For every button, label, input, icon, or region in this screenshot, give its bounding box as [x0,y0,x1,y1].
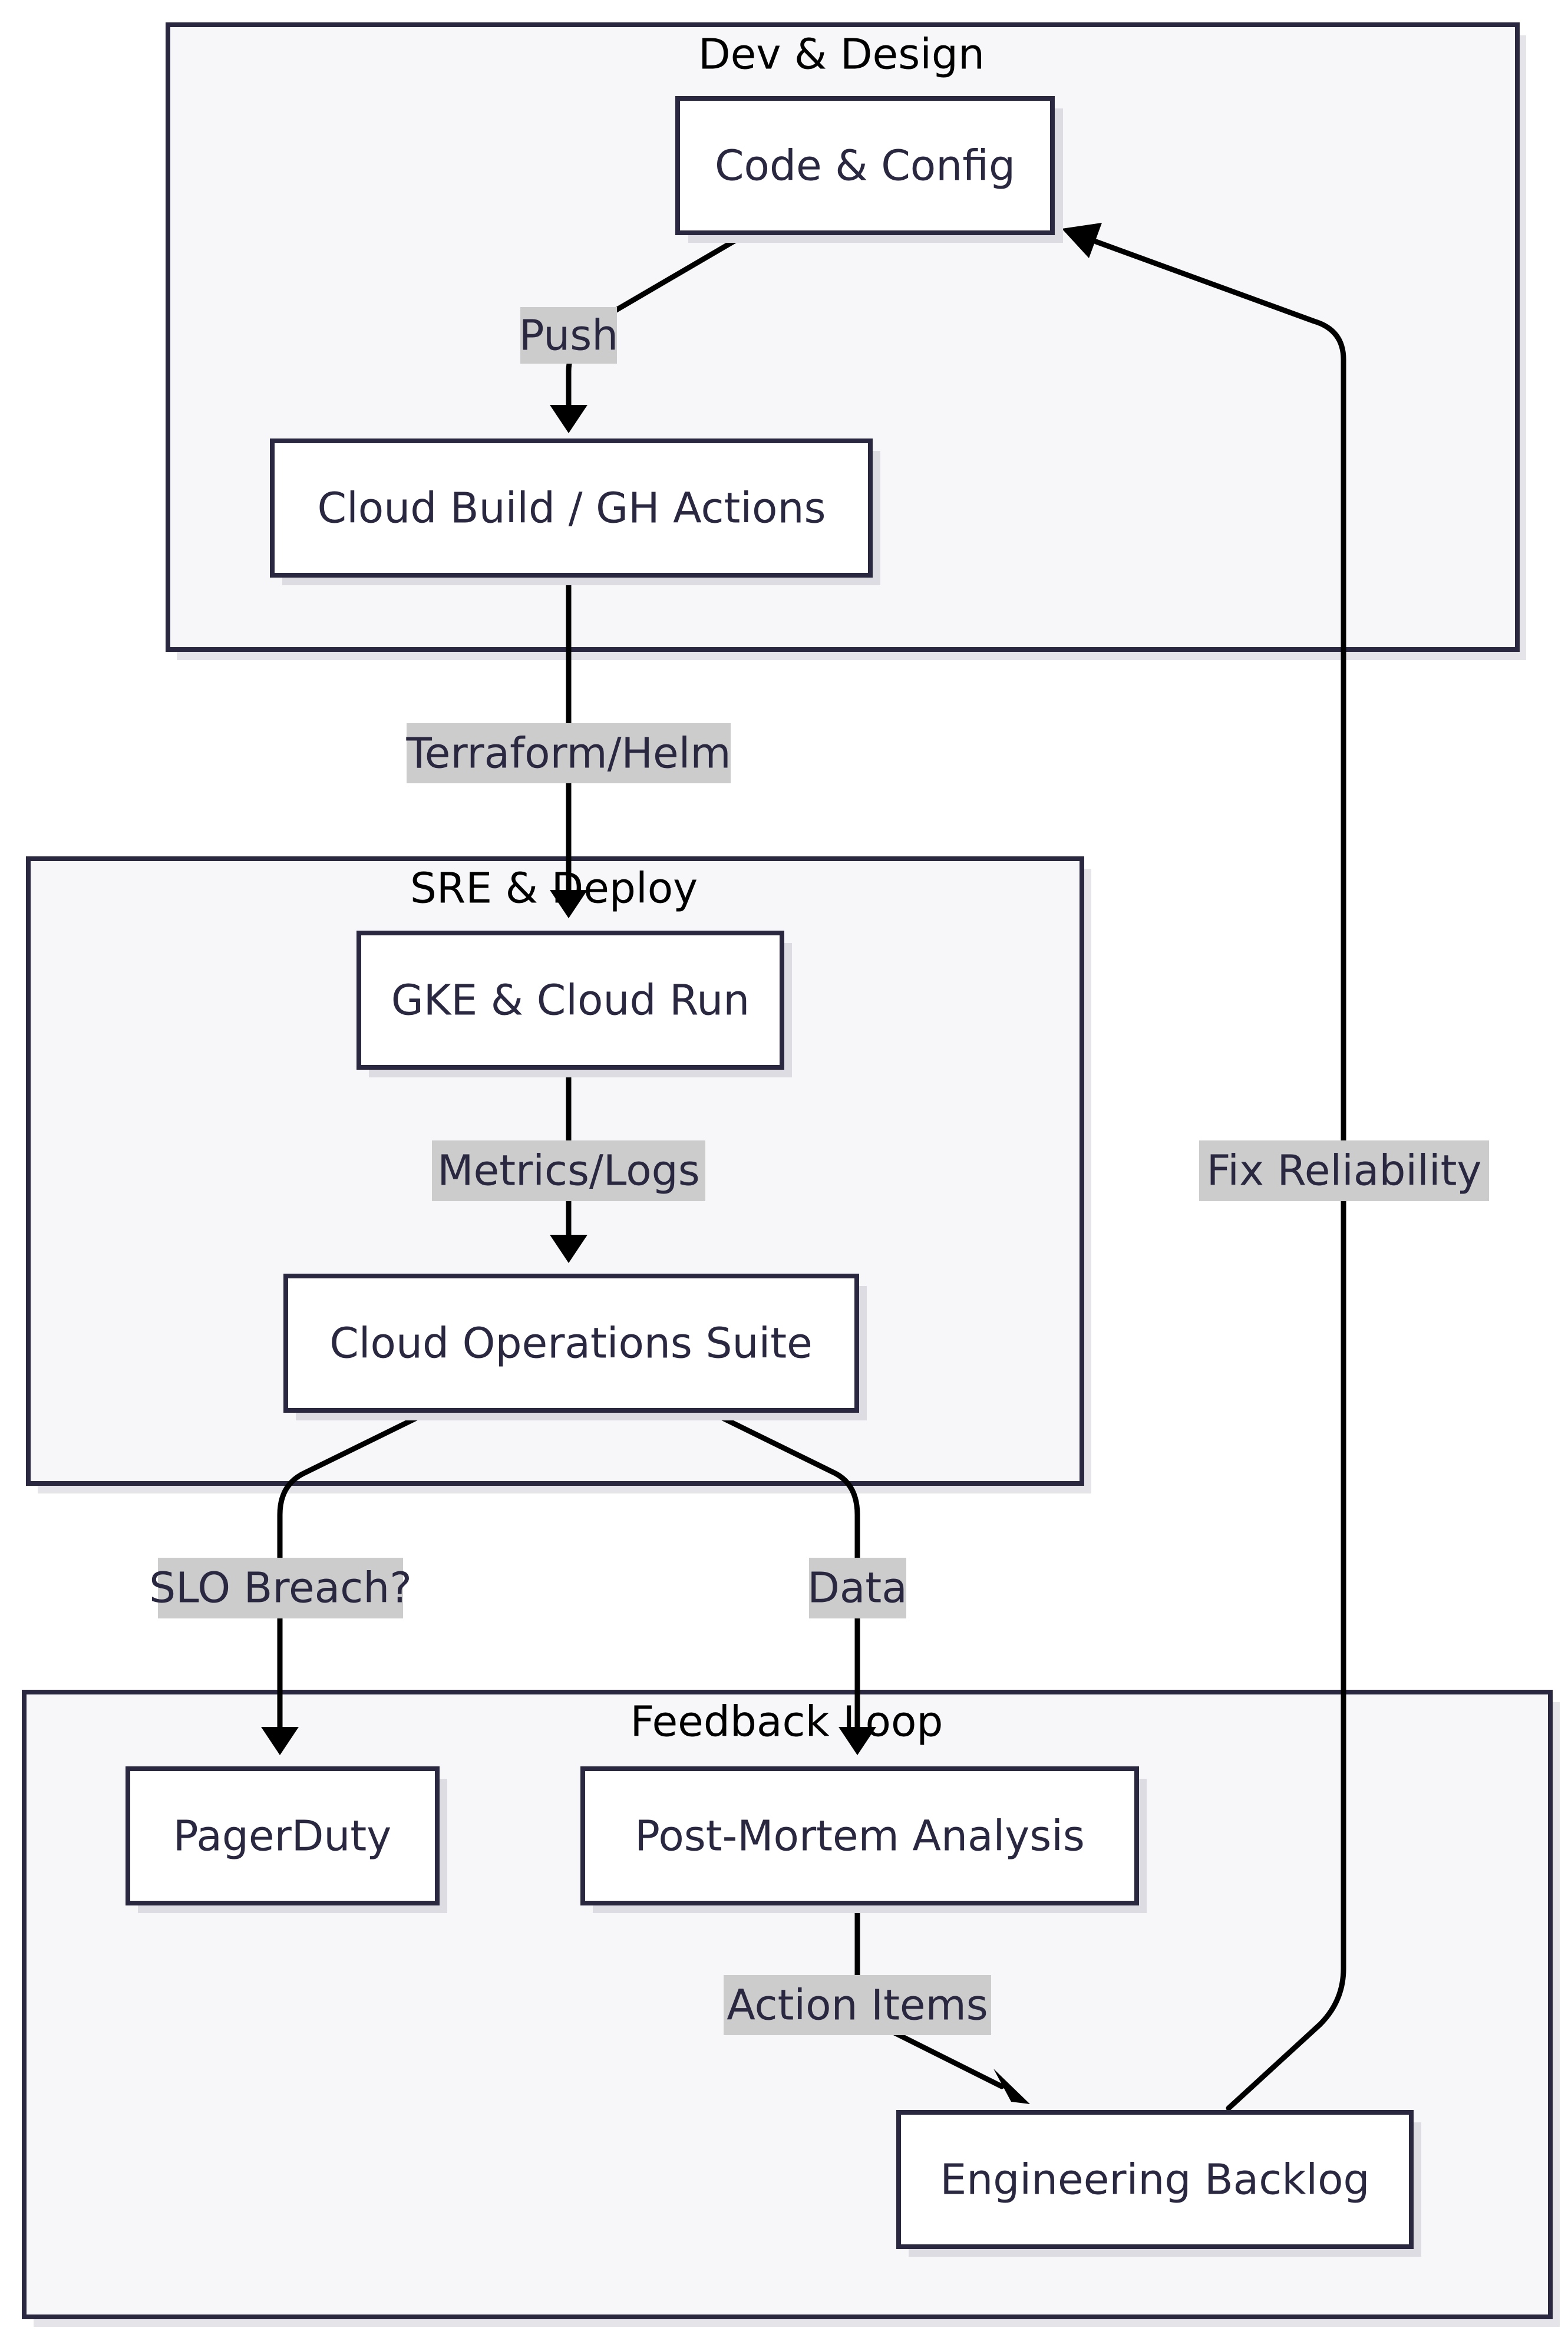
edge-label-metrics: Metrics/Logs [437,1146,699,1195]
edge-labels: Push Terraform/Helm Metrics/Logs SLO Bre… [149,307,1489,2035]
arrowhead-slo-breach [261,1727,299,1755]
node-gke-cloud-run[interactable]: GKE & Cloud Run [356,931,792,1077]
edge-fix-reliability [1093,239,1346,2111]
edge-label-fix-reliability: Fix Reliability [1207,1146,1482,1195]
arrowhead-action-items [993,2069,1030,2104]
node-post-mortem-analysis[interactable]: Post-Mortem Analysis [580,1766,1147,1913]
cluster-sre-deploy-label: SRE & Deploy [410,864,698,913]
edge-label-action-items: Action Items [727,1981,988,2030]
node-cloud-build-label: Cloud Build / GH Actions [318,484,826,533]
cluster-feedback-loop-label: Feedback Loop [630,1697,943,1746]
edge-data [703,1407,860,1730]
node-cloud-operations-suite[interactable]: Cloud Operations Suite [283,1274,867,1420]
node-cloud-build[interactable]: Cloud Build / GH Actions [270,438,880,585]
arrowhead-metrics [550,1235,587,1263]
edge-slo-breach [277,1407,436,1730]
arrowhead-terraform [550,890,587,918]
node-cloud-operations-suite-label: Cloud Operations Suite [329,1319,813,1368]
node-pagerduty-label: PagerDuty [173,1812,392,1861]
node-post-mortem-analysis-label: Post-Mortem Analysis [635,1812,1085,1861]
node-engineering-backlog-label: Engineering Backlog [940,2155,1369,2204]
node-pagerduty[interactable]: PagerDuty [126,1766,447,1913]
arrowhead-push [550,405,587,433]
edge-label-terraform: Terraform/Helm [405,729,731,778]
edge-label-data: Data [807,1564,907,1613]
node-engineering-backlog[interactable]: Engineering Backlog [896,2110,1421,2257]
edge-label-slo-breach: SLO Breach? [149,1564,412,1613]
node-gke-cloud-run-label: GKE & Cloud Run [391,976,750,1025]
arrowhead-data [839,1727,876,1755]
node-code-config-label: Code & Config [715,141,1015,190]
node-code-config[interactable]: Code & Config [675,96,1063,243]
cluster-dev-design-label: Dev & Design [698,30,985,79]
arrowhead-fix-reliability [1062,223,1102,258]
edge-label-push: Push [519,311,619,360]
